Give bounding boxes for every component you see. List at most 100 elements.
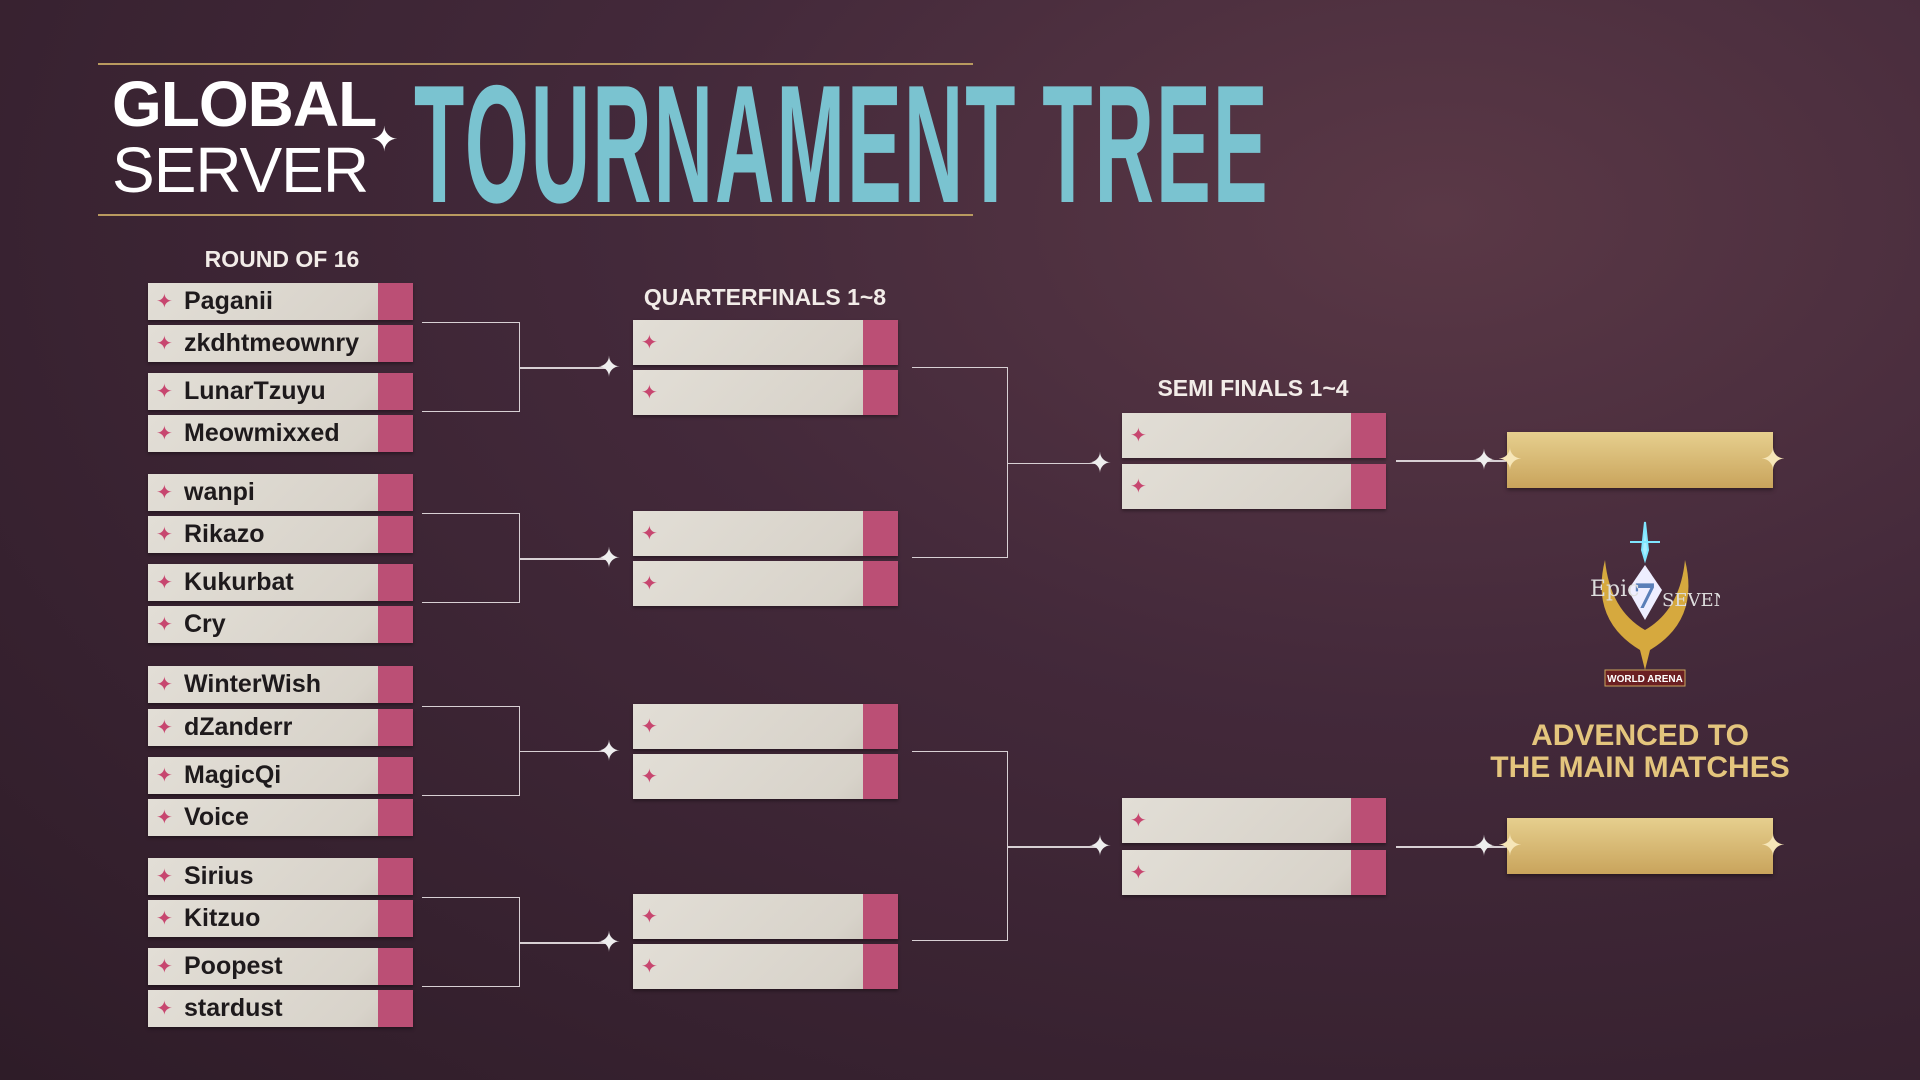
slot-score-area xyxy=(1351,463,1386,509)
player-name: stardust xyxy=(184,993,283,1022)
bracket-slot[interactable]: ✦ xyxy=(1122,463,1386,509)
sparkle-icon: ✦ xyxy=(641,381,658,404)
bracket-slot[interactable]: ✦ xyxy=(633,893,898,939)
sparkle-icon: ✦ xyxy=(156,613,173,636)
slot-score-area xyxy=(378,665,413,703)
epic-seven-world-arena-logo: 7 Epic SEVEN WORLD ARENA xyxy=(1590,521,1720,687)
bracket-slot[interactable]: ✦Voice xyxy=(148,798,413,836)
bracket-slot[interactable]: ✦WinterWish xyxy=(148,665,413,703)
player-name: Kitzuo xyxy=(184,903,261,932)
bracket-slot[interactable]: ✦ Rikazo xyxy=(148,515,413,553)
bracket-connector xyxy=(422,705,520,796)
sparkle-icon: ✦ xyxy=(156,955,173,978)
bracket-slot[interactable]: ✦ Poopest xyxy=(148,947,413,985)
sparkle-icon: ✦ xyxy=(156,481,173,504)
slot-score-area xyxy=(863,560,898,606)
player-name: wanpi xyxy=(184,477,255,506)
bracket-slot[interactable]: ✦ xyxy=(633,369,898,415)
slot-score-area xyxy=(378,515,413,553)
bracket-slot[interactable]: ✦MagicQi xyxy=(148,756,413,794)
bracket-slot[interactable]: ✦ wanpi xyxy=(148,473,413,511)
server-label-line1: GLOBAL xyxy=(112,68,377,140)
sparkle-icon: ✦ xyxy=(597,926,621,958)
slot-score-area xyxy=(1351,412,1386,458)
quarterfinals-title: QUARTERFINALS 1~8 xyxy=(643,284,887,310)
sparkle-icon: ✦ xyxy=(156,865,173,888)
sparkle-icon: ✦ xyxy=(156,332,173,355)
sparkle-icon: ✦ xyxy=(641,572,658,595)
player-name: Cry xyxy=(184,609,226,638)
bracket-slot[interactable]: ✦ xyxy=(633,943,898,989)
bracket-slot[interactable]: ✦zkdhtmeownry xyxy=(148,324,413,362)
bracket-slot[interactable]: ✦ Cry xyxy=(148,605,413,643)
final-slot-top[interactable] xyxy=(1507,432,1773,488)
bracket-connector xyxy=(1396,460,1506,462)
sparkle-icon: ✦ xyxy=(641,955,658,978)
slot-score-area xyxy=(378,372,413,410)
svg-text:SEVEN: SEVEN xyxy=(1662,590,1720,611)
sparkle-icon: ✦ xyxy=(156,523,173,546)
player-name: dZanderr xyxy=(184,712,293,741)
advanced-label: ADVENCED TO THE MAIN MATCHES xyxy=(1490,720,1789,784)
bracket-slot[interactable]: ✦Kitzuo xyxy=(148,899,413,937)
svg-text:WORLD ARENA: WORLD ARENA xyxy=(1607,674,1683,685)
bracket-slot[interactable]: ✦Kukurbat xyxy=(148,563,413,601)
slot-score-area xyxy=(378,414,413,452)
sparkle-icon: ✦ xyxy=(1497,443,1523,477)
sparkle-icon: ✦ xyxy=(641,522,658,545)
sparkle-icon: ✦ xyxy=(1130,424,1147,447)
sparkle-icon: ✦ xyxy=(641,331,658,354)
semifinals-title: SEMI FINALS 1~4 xyxy=(1157,375,1349,401)
bracket-slot[interactable]: ✦ Meowmixxed xyxy=(148,414,413,452)
player-name: Sirius xyxy=(184,861,254,890)
bracket-connector xyxy=(422,897,520,987)
slot-score-area xyxy=(378,756,413,794)
sparkle-icon: ✦ xyxy=(1088,447,1112,478)
sparkle-icon: ✦ xyxy=(156,290,173,313)
bracket-connector xyxy=(520,942,609,944)
bracket-slot[interactable]: ✦ xyxy=(633,319,898,365)
round-of-16-title: ROUND OF 16 xyxy=(204,246,360,272)
bracket-slot[interactable]: ✦ Sirius xyxy=(148,857,413,895)
bracket-slot[interactable]: ✦Paganii xyxy=(148,282,413,320)
slot-score-area xyxy=(863,319,898,365)
sparkle-icon: ✦ xyxy=(1472,444,1496,476)
slot-score-area xyxy=(378,857,413,895)
player-name: Meowmixxed xyxy=(184,418,340,447)
bracket-connector xyxy=(1396,846,1506,848)
bracket-slot[interactable]: ✦ xyxy=(1122,849,1386,895)
sparkle-icon: ✦ xyxy=(597,351,621,383)
bracket-slot[interactable]: ✦dZanderr xyxy=(148,708,413,746)
player-name: LunarTzuyu xyxy=(184,376,326,405)
svg-text:7: 7 xyxy=(1633,577,1657,617)
bracket-slot[interactable]: ✦ xyxy=(633,560,898,606)
slot-score-area xyxy=(378,798,413,836)
sparkle-icon: ✦ xyxy=(1130,475,1147,498)
slot-score-area xyxy=(1351,797,1386,843)
sparkle-icon: ✦ xyxy=(156,422,173,445)
bracket-connector xyxy=(912,751,1008,941)
slot-score-area xyxy=(378,989,413,1027)
bracket-slot[interactable]: ✦stardust xyxy=(148,989,413,1027)
bracket-slot[interactable]: ✦ LunarTzuyu xyxy=(148,372,413,410)
bracket-slot[interactable]: ✦ xyxy=(1122,412,1386,458)
sparkle-icon: ✦ xyxy=(1497,829,1523,863)
sparkle-icon: ✦ xyxy=(641,905,658,928)
slot-score-area xyxy=(863,753,898,799)
bracket-slot[interactable]: ✦ xyxy=(633,753,898,799)
sparkle-icon: ✦ xyxy=(156,380,173,403)
slot-score-area xyxy=(378,605,413,643)
bracket-slot[interactable]: ✦ xyxy=(1122,797,1386,843)
final-slot-bottom[interactable] xyxy=(1507,818,1773,874)
player-name: Rikazo xyxy=(184,519,265,548)
sparkle-icon: ✦ xyxy=(1472,830,1496,862)
slot-score-area xyxy=(863,369,898,415)
slot-score-area xyxy=(863,943,898,989)
bracket-slot[interactable]: ✦ xyxy=(633,703,898,749)
player-name: Poopest xyxy=(184,951,283,980)
bracket-slot[interactable]: ✦ xyxy=(633,510,898,556)
slot-score-area xyxy=(378,708,413,746)
player-name: MagicQi xyxy=(184,760,282,789)
page-title: TOURNAMENT TREE xyxy=(414,50,1270,238)
sparkle-icon: ✦ xyxy=(641,765,658,788)
